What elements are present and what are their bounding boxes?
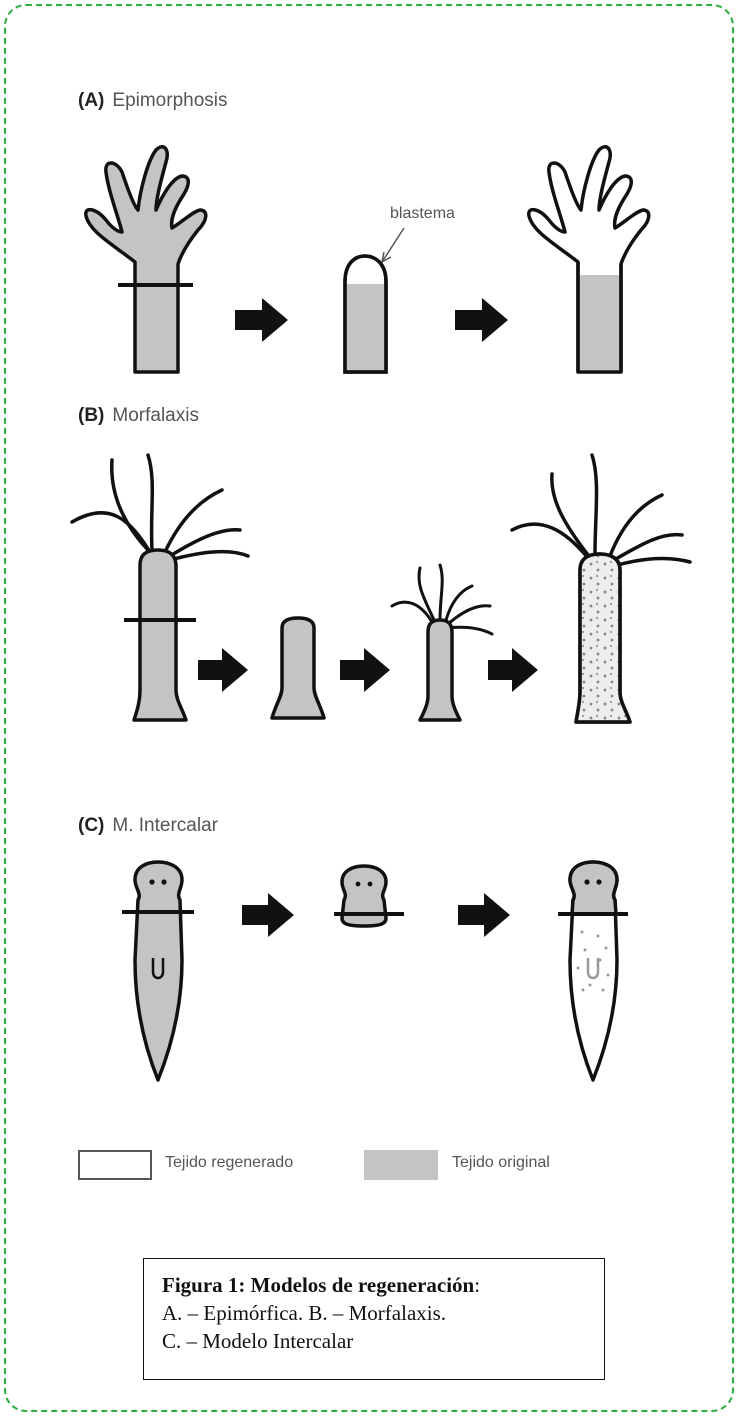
hydra-fragment — [270, 616, 326, 720]
legend-swatch-regenerated — [78, 1150, 152, 1180]
panel-b-label: (B)Morfalaxis — [78, 405, 199, 426]
blastema-label: blastema — [390, 205, 455, 222]
planarian-head-fragment — [340, 864, 388, 928]
hand-original — [84, 145, 208, 374]
arrow-b3 — [488, 648, 538, 692]
panel-a-label: (A)Epimorphosis — [78, 90, 228, 111]
arrow-c2 — [458, 893, 510, 937]
panel-c-label: (C)M. Intercalar — [78, 815, 218, 836]
caption-title: Figura 1: Modelos de regeneración — [162, 1273, 475, 1297]
arrow-b1 — [198, 648, 248, 692]
hydra-original — [70, 453, 250, 562]
arrow-b2 — [340, 648, 390, 692]
caption-line-1: A. – Epimórfica. B. – Morfalaxis. — [162, 1301, 447, 1325]
hydra-original-body — [132, 548, 188, 722]
arrow-c1 — [242, 893, 294, 937]
hydra-small-body — [418, 618, 462, 722]
hydra-regenerated-tentacles — [510, 453, 692, 568]
hand-regenerated — [527, 145, 651, 374]
figure-caption: Figura 1: Modelos de regeneración: A. – … — [143, 1258, 605, 1380]
caption-line-2: C. – Modelo Intercalar — [162, 1329, 354, 1353]
legend-label-original: Tejido original — [452, 1154, 550, 1171]
legend-swatch-original — [364, 1150, 438, 1180]
figure-frame — [4, 4, 734, 1412]
legend-label-regenerated: Tejido regenerado — [165, 1154, 294, 1171]
stump-blastema — [343, 254, 388, 374]
arrow-a2 — [455, 298, 508, 342]
planarian-original — [133, 860, 184, 1082]
arrow-a1 — [235, 298, 288, 342]
